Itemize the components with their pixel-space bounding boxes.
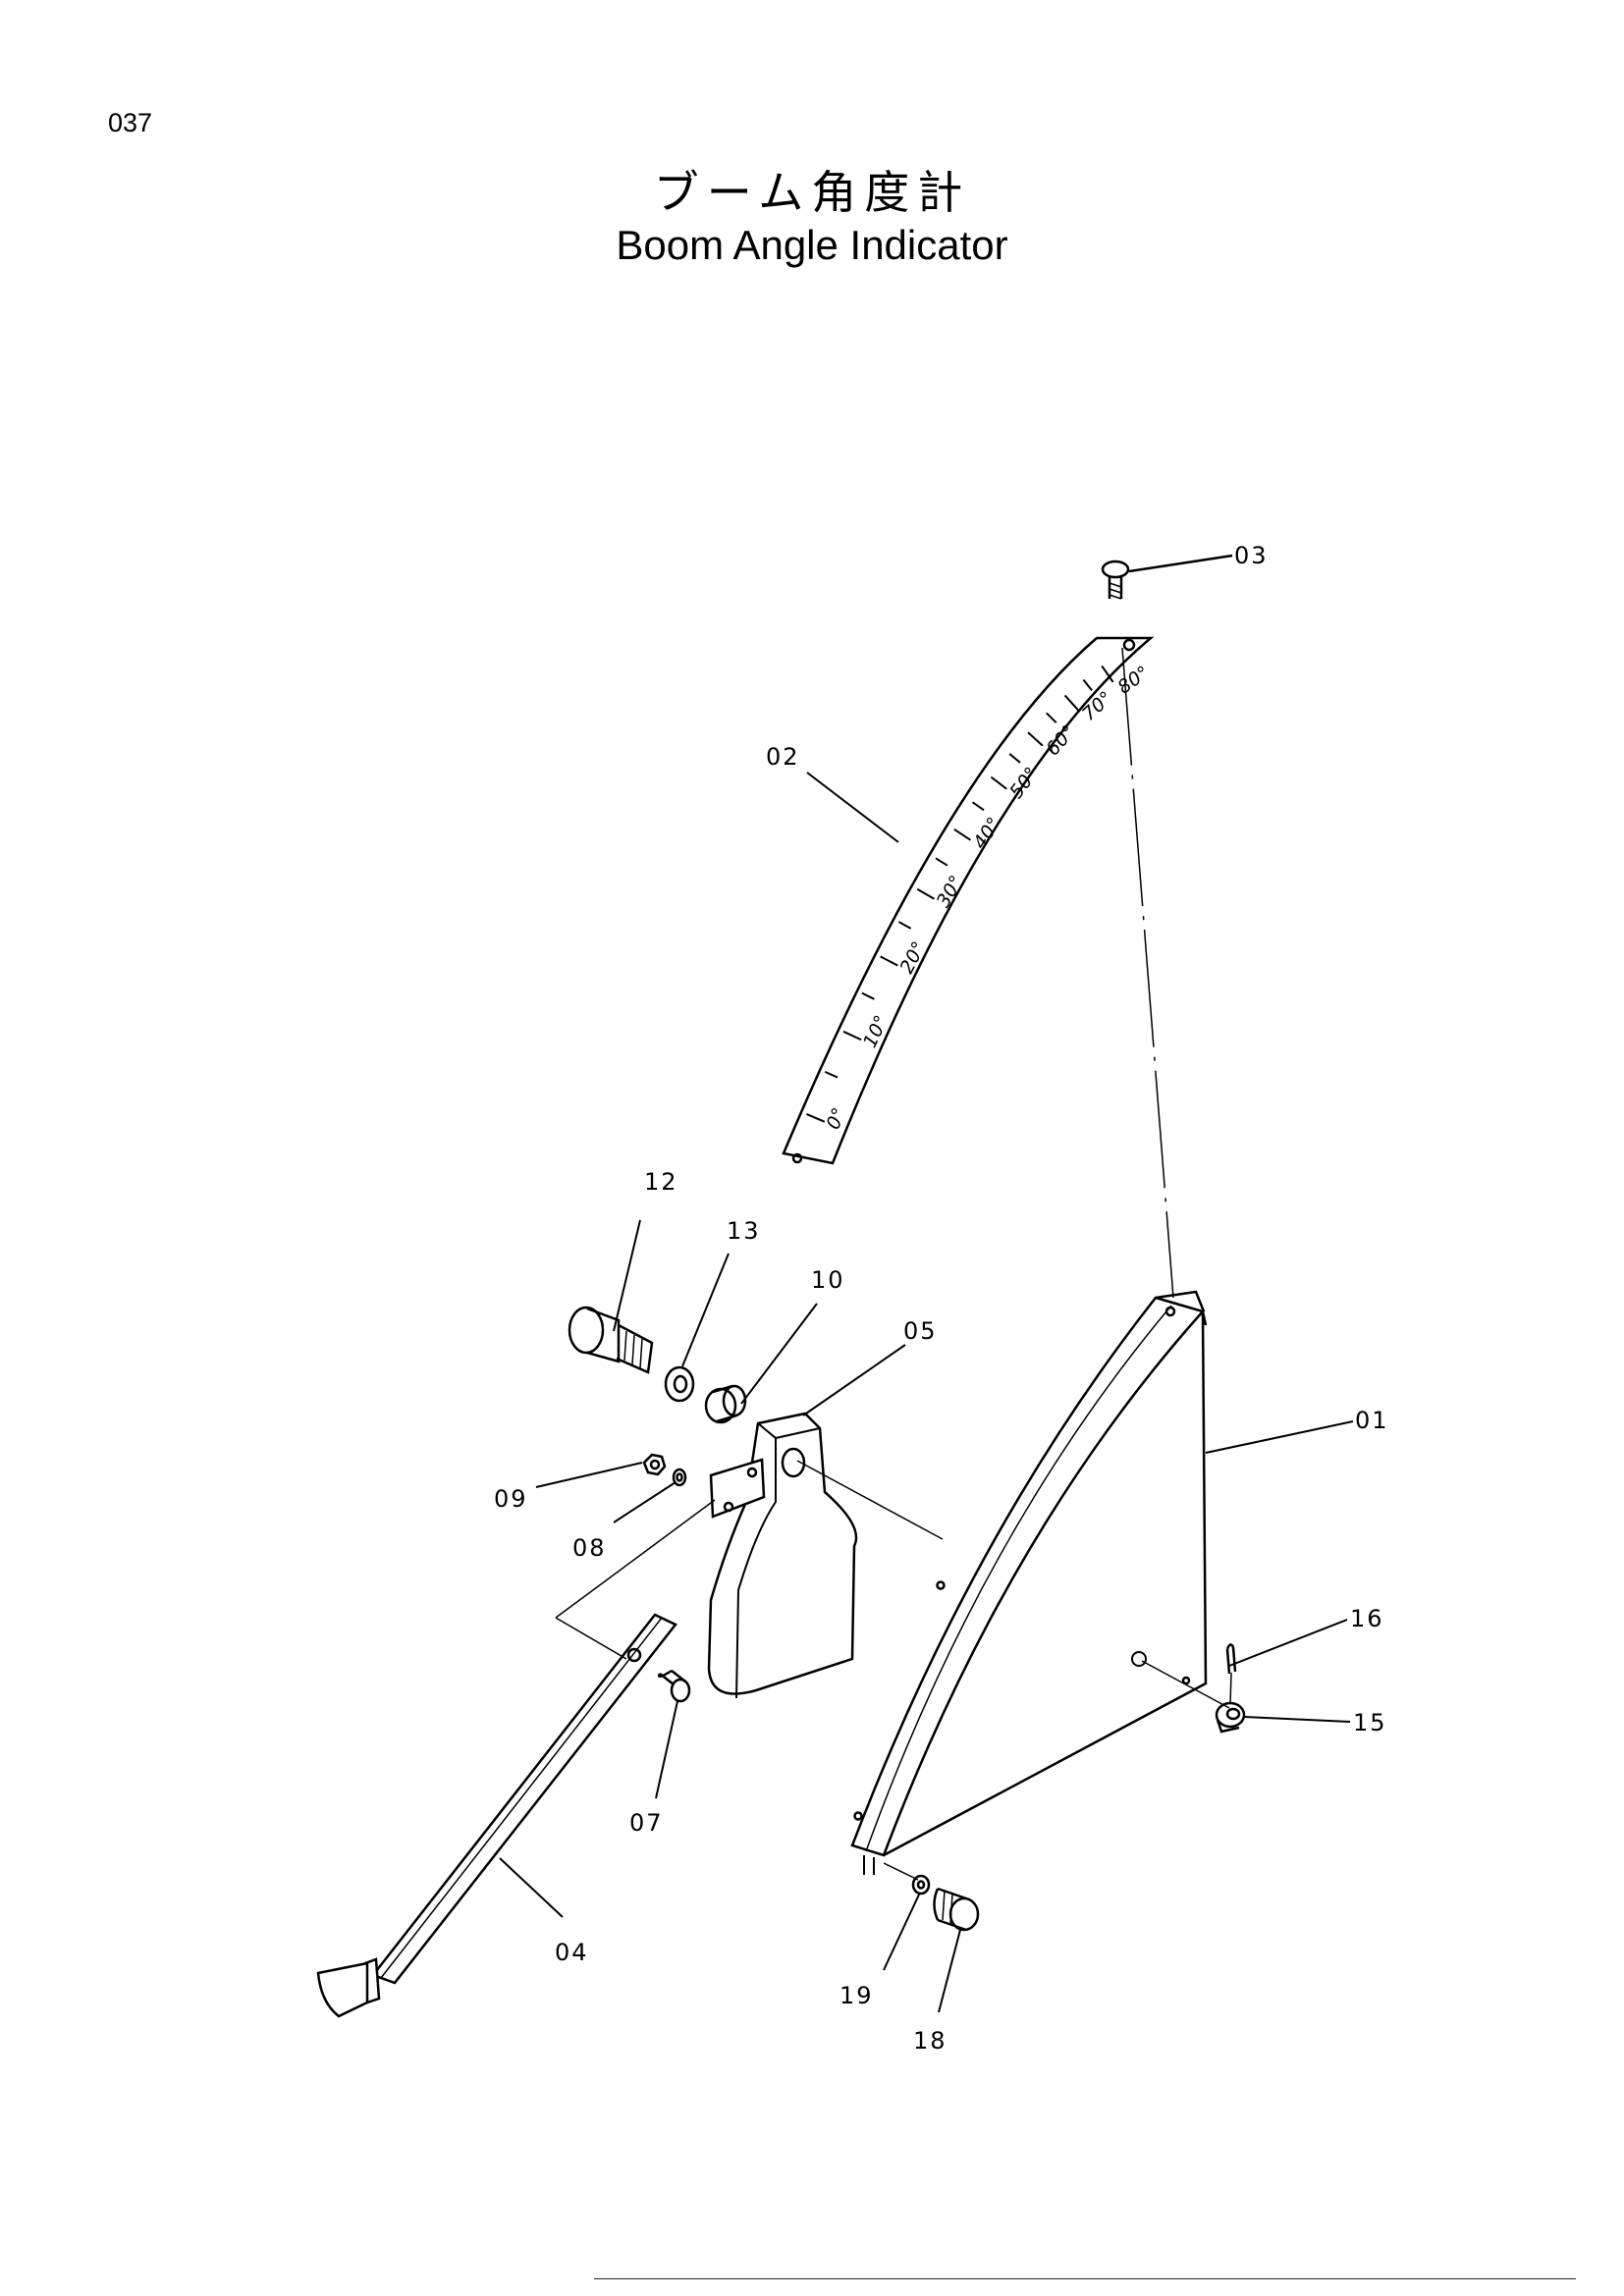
scale-major-tick — [916, 887, 935, 900]
callout-16: 16 — [1350, 1605, 1384, 1632]
callout-04: 04 — [555, 1939, 589, 1966]
page-title-japanese: ブーム角度計 — [653, 166, 971, 219]
callout-01: 01 — [1355, 1407, 1389, 1434]
part-09-nut — [642, 1453, 667, 1476]
callout-02: 02 — [766, 743, 800, 771]
part-18-bolt — [933, 1887, 980, 1932]
scale-minor-tick — [972, 801, 985, 812]
callout-03: 03 — [1234, 542, 1269, 569]
part-13-washer — [664, 1365, 695, 1403]
scale-major-tick — [842, 1030, 862, 1041]
callout-10: 10 — [811, 1266, 845, 1294]
callout-08: 08 — [572, 1534, 607, 1562]
callout-05: 05 — [903, 1317, 938, 1345]
scale-major-tick — [1027, 731, 1044, 747]
part-16-split-pin — [1225, 1643, 1237, 1675]
part-02-angle-scale: 0°10°20°30°40°50°60°70°80° — [782, 636, 1155, 1165]
part-05-pendulum-weight — [707, 1412, 858, 1699]
scale-major-tick — [990, 775, 1007, 790]
scale-minor-tick — [1008, 753, 1021, 764]
scale-minor-tick — [935, 857, 948, 867]
part-03-screw — [1101, 554, 1233, 600]
scale-minor-tick — [897, 921, 912, 930]
page-number: 037 — [108, 108, 153, 137]
part-19-washer — [911, 1874, 931, 1896]
scale-major-tick — [806, 1112, 826, 1123]
footer-rule — [594, 2278, 1576, 2279]
scale-minor-tick — [1046, 712, 1057, 723]
scale-ticks — [806, 665, 1114, 1123]
callout-18: 18 — [913, 2027, 947, 2055]
callout-labels: 01 02 03 04 05 07 08 09 10 12 13 15 16 1… — [494, 542, 1389, 2055]
scale-major-tick — [880, 955, 898, 967]
callout-15: 15 — [1353, 1709, 1387, 1736]
part-04-pointer-arm — [316, 1613, 677, 2018]
scale-major-tick — [1101, 665, 1114, 683]
assembly-axis-line — [1121, 647, 1174, 1299]
part-12-pin — [568, 1306, 654, 1374]
part-07-screw — [658, 1669, 691, 1703]
part-05-mounting-plate — [709, 1458, 766, 1519]
scale-minor-tick — [861, 991, 875, 1000]
part-08-lock-washer — [672, 1468, 687, 1487]
callout-07: 07 — [629, 1809, 664, 1837]
part-01-quadrant-frame — [850, 1290, 1208, 1875]
callout-12: 12 — [644, 1168, 678, 1196]
page-title: Boom Angle Indicator — [616, 222, 1008, 268]
callout-19: 19 — [839, 1982, 874, 2009]
part-10-bushing — [704, 1384, 747, 1424]
assembly-lines — [555, 1460, 1232, 1881]
leader-lines — [499, 772, 1354, 2013]
callout-13: 13 — [727, 1217, 761, 1245]
scale-major-tick — [953, 828, 972, 841]
scale-major-tick — [1063, 694, 1079, 711]
callout-09: 09 — [494, 1485, 528, 1513]
scale-minor-tick — [1082, 678, 1093, 692]
part-15-knob — [1215, 1701, 1246, 1734]
scale-minor-tick — [824, 1070, 839, 1079]
